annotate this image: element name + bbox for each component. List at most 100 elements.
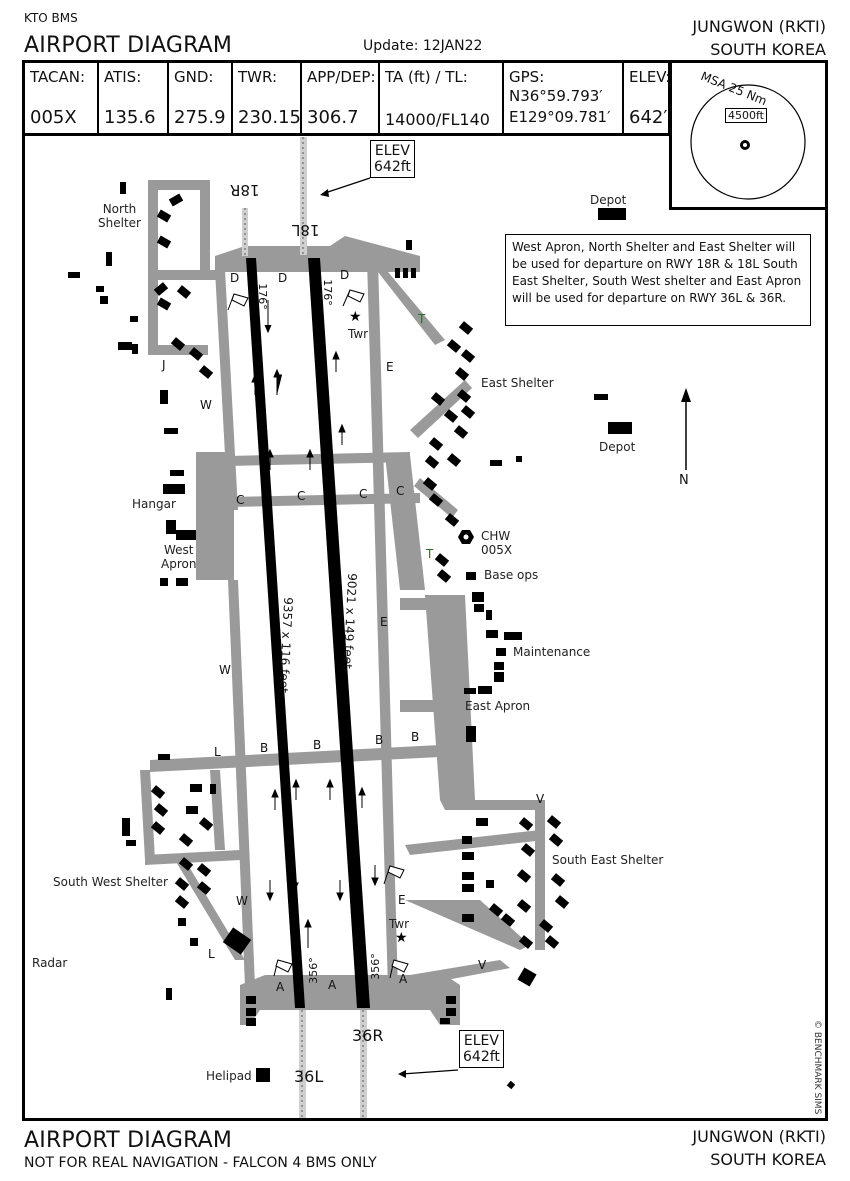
- taxiway-t-label: T: [418, 312, 426, 326]
- pavement: [140, 180, 545, 1025]
- chw-line2: 005X: [481, 543, 513, 557]
- footer-country: SOUTH KOREA: [710, 1150, 826, 1169]
- taxiway-l-label: L: [214, 745, 221, 759]
- msa-circle: [690, 84, 806, 200]
- taxiway-t-label: T: [426, 547, 434, 561]
- east-apron-label: East Apron: [465, 699, 531, 713]
- taxiway-b-label: B: [411, 730, 420, 744]
- elev-label: ELEV:: [629, 68, 671, 86]
- info-bar: TACAN: 005X ATIS: 135.6 GND: 275.9 TWR: …: [22, 60, 828, 136]
- departure-note: West Apron, North Shelter and East Shelt…: [505, 234, 811, 326]
- chw-label: CHW 005X: [481, 529, 512, 557]
- tacan-label: TACAN:: [30, 68, 86, 86]
- header-source: KTO BMS: [24, 11, 78, 25]
- tower-south-label: Twr: [389, 917, 410, 931]
- atis-value: 135.6: [104, 107, 156, 128]
- elev-top-value: 642ft: [374, 159, 411, 175]
- approach-lighting: [242, 137, 367, 1118]
- taxiway-j-label: J: [162, 358, 166, 372]
- appdep-value: 306.7: [307, 107, 359, 128]
- runway-36l-label: 36L: [294, 1067, 324, 1086]
- taxiway-b-label: B: [260, 741, 269, 755]
- taxiway-b-label: B: [375, 733, 384, 747]
- heading-356-east: 356°: [368, 953, 382, 980]
- gnd-label: GND:: [174, 68, 214, 86]
- taxiway-e-label: E: [398, 893, 406, 907]
- diagram-frame: [22, 133, 828, 1121]
- ta-value: 14000/FL140: [385, 110, 490, 129]
- atis-label: ATIS:: [104, 68, 142, 86]
- taxiway-a-label: A: [328, 978, 337, 992]
- tacan-value: 005X: [30, 107, 77, 128]
- taxiway-c-label: C: [359, 487, 368, 501]
- windsock-icon: [342, 289, 365, 307]
- west-apron-line2: Apron: [161, 557, 197, 571]
- shelters: [68, 182, 632, 1090]
- taxiway-w-label: W: [219, 663, 231, 677]
- ta-cell: TA (ft) / TL: 14000/FL140: [380, 63, 504, 135]
- depot-north-label: Depot: [590, 193, 627, 207]
- runway-36r-label: 36R: [352, 1026, 384, 1045]
- tower-north-icon: ★: [349, 309, 362, 325]
- taxiway-d-label: D: [278, 271, 288, 285]
- taxiway-a-label: A: [399, 972, 408, 986]
- taxiway-a-label: A: [276, 980, 285, 994]
- footer-airport: JUNGWON (RKTI): [692, 1127, 826, 1146]
- tower-north-label: Twr: [348, 327, 369, 341]
- depot-east-label: Depot: [599, 440, 636, 454]
- header-title: AIRPORT DIAGRAM: [24, 33, 233, 58]
- tower-south-icon: ★: [395, 930, 408, 946]
- msa-altitude: 4500ft: [725, 108, 767, 123]
- gps-longitude: E129°09.781′: [509, 108, 611, 126]
- footer-disclaimer: NOT FOR REAL NAVIGATION - FALCON 4 BMS O…: [24, 1155, 377, 1171]
- north-shelter-line1: North: [102, 202, 137, 216]
- copyright: © BENCHMARK SIMS: [812, 1020, 822, 1115]
- taxiway-e-label: E: [380, 615, 388, 629]
- update-date: Update: 12JAN22: [363, 38, 483, 54]
- windsock-icon: [227, 293, 249, 311]
- runway-18r-label: 18R: [230, 181, 260, 199]
- appdep-cell: APP/DEP: 306.7: [302, 63, 380, 135]
- footer-title: AIRPORT DIAGRAM: [24, 1128, 233, 1153]
- gps-label: GPS:: [509, 68, 545, 86]
- north-shelter-label: North Shelter: [98, 202, 141, 230]
- taxiway-l-label: L: [208, 947, 215, 961]
- taxi-arrows: [251, 300, 379, 948]
- maintenance-label: Maintenance: [513, 645, 591, 659]
- chw-line1: CHW: [481, 529, 511, 543]
- windsocks: [227, 289, 409, 979]
- taxiway-c-label: C: [236, 493, 245, 507]
- twr-value: 230.15: [238, 107, 301, 128]
- header-airport: JUNGWON (RKTI): [692, 17, 826, 36]
- taxiway-v-label: V: [536, 792, 545, 806]
- taxiway-w-label: W: [236, 894, 248, 908]
- windsock-icon: [383, 865, 405, 885]
- header-country: SOUTH KOREA: [710, 40, 826, 59]
- radar-label: Radar: [32, 956, 68, 970]
- twr-cell: TWR: 230.15: [233, 63, 302, 135]
- heading-176-east: 176°: [320, 279, 334, 306]
- tacan-chw-icon: [458, 530, 474, 544]
- south-east-shelter-label: South East Shelter: [552, 853, 664, 867]
- elev-top-label: ELEV: [374, 143, 410, 159]
- taxiway-e-label: E: [386, 360, 394, 374]
- appdep-label: APP/DEP:: [307, 68, 376, 86]
- taxiway-c-label: C: [396, 484, 405, 498]
- runway-18r-36l: [246, 258, 305, 1008]
- taxiway-b-label: B: [313, 738, 322, 752]
- windsock-icon: [389, 959, 409, 979]
- elev-callout-bottom: ELEV 642ft: [459, 1030, 504, 1068]
- taxiway-v-label: V: [478, 958, 487, 972]
- south-west-shelter-label: South West Shelter: [53, 875, 168, 889]
- base-ops-label: Base ops: [484, 568, 539, 582]
- gps-latitude: N36°59.793′: [509, 87, 603, 105]
- tacan-cell: TACAN: 005X: [25, 63, 99, 135]
- twr-label: TWR:: [238, 68, 278, 86]
- west-apron-line1: West: [163, 543, 194, 557]
- taxiway-c-label: C: [297, 489, 306, 503]
- elev-value: 642′: [629, 107, 668, 128]
- atis-cell: ATIS: 135.6: [99, 63, 169, 135]
- taxiway-w-label: W: [200, 398, 212, 412]
- north-shelter-line2: Shelter: [98, 216, 141, 230]
- elev-bottom-value: 642ft: [463, 1049, 500, 1065]
